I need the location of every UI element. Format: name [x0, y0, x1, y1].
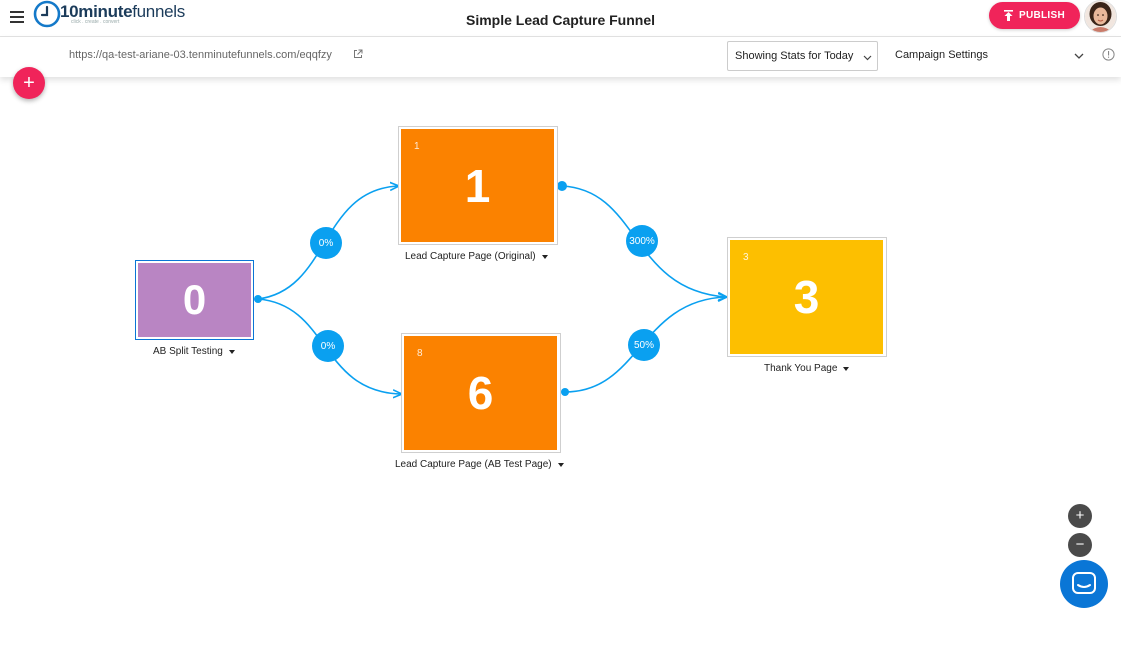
upload-icon	[1004, 10, 1013, 21]
top-header: 10minutefunnels click . create . convert…	[0, 0, 1121, 37]
logo-wordmark: 10minutefunnels	[60, 2, 185, 21]
step-label-thank-you[interactable]: Thank You Page	[764, 363, 850, 374]
publish-button[interactable]: PUBLISH	[989, 2, 1080, 29]
chevron-down-icon[interactable]	[1074, 52, 1084, 60]
caret-down-icon[interactable]	[541, 254, 548, 259]
funnel-toolbar: https://qa-test-ariane-03.tenminutefunne…	[0, 37, 1121, 77]
conversion-badge-abtest-thanks[interactable]: 50%	[628, 329, 660, 361]
funnel-step-ab-split[interactable]: 0	[135, 260, 254, 340]
caret-down-icon[interactable]	[843, 366, 850, 371]
clock-logo-icon	[33, 0, 61, 28]
funnel-step-thank-you[interactable]: 3 3	[727, 237, 887, 357]
chat-icon	[1072, 572, 1096, 594]
page-title: Simple Lead Capture Funnel	[465, 12, 656, 28]
connector-handle	[557, 181, 567, 191]
step-label-lead-original[interactable]: Lead Capture Page (Original)	[405, 251, 548, 262]
step-label-lead-abtest[interactable]: Lead Capture Page (AB Test Page)	[395, 459, 564, 470]
chat-launcher-button[interactable]	[1060, 560, 1108, 608]
funnel-step-lead-abtest[interactable]: 6 8	[401, 333, 561, 453]
conversion-badge-split-abtest[interactable]: 0%	[312, 330, 344, 362]
zoom-in-button[interactable]: +	[1068, 504, 1092, 528]
publish-label: PUBLISH	[1019, 10, 1065, 21]
step-thumbnail: 6	[404, 336, 557, 450]
external-link-icon[interactable]	[353, 49, 363, 59]
step-thumbnail: 1	[401, 129, 554, 242]
conversion-badge-split-original[interactable]: 0%	[310, 227, 342, 259]
logo-tagline: click . create . convert	[71, 19, 120, 25]
step-id: 8	[417, 348, 423, 359]
step-id: 1	[414, 141, 420, 152]
step-thumbnail: 3	[730, 240, 883, 354]
caret-down-icon[interactable]	[228, 349, 235, 354]
stats-period-select[interactable]: Showing Stats for Today	[727, 41, 878, 71]
step-id: 3	[743, 252, 749, 263]
avatar-image	[1085, 1, 1116, 32]
user-avatar[interactable]	[1084, 0, 1117, 33]
caret-down-icon[interactable]	[557, 462, 564, 467]
campaign-settings-label[interactable]: Campaign Settings	[895, 49, 988, 61]
funnel-step-lead-original[interactable]: 1 1	[398, 126, 558, 245]
info-icon[interactable]	[1102, 48, 1115, 61]
connector-handle	[254, 295, 262, 303]
menu-icon[interactable]	[10, 11, 24, 23]
connector-handle	[561, 388, 569, 396]
chevron-down-icon	[863, 55, 872, 61]
stats-period-value: Showing Stats for Today	[735, 50, 854, 62]
add-step-button[interactable]: +	[13, 67, 45, 99]
zoom-out-button[interactable]: −	[1068, 533, 1092, 557]
step-thumbnail: 0	[138, 263, 251, 337]
conversion-badge-original-thanks[interactable]: 300%	[626, 225, 658, 257]
funnel-url[interactable]: https://qa-test-ariane-03.tenminutefunne…	[69, 49, 332, 61]
step-label-ab-split[interactable]: AB Split Testing	[153, 346, 235, 357]
